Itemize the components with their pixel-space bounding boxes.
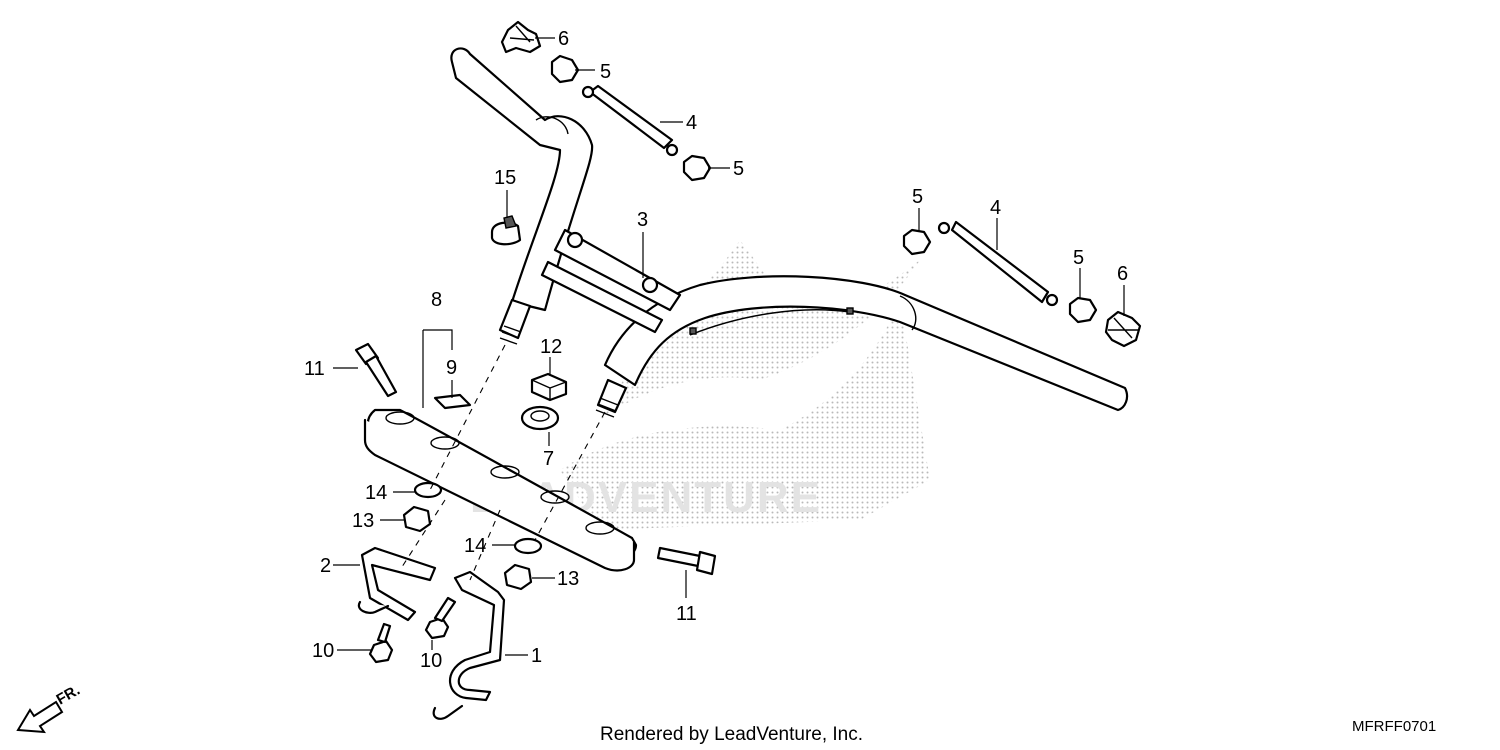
handlebar-holder[interactable] — [363, 408, 638, 572]
callout-6: 6 — [558, 28, 569, 50]
callout-9: 9 — [446, 357, 457, 379]
nut-13-right[interactable] — [503, 563, 533, 591]
holder-6-top[interactable] — [500, 20, 542, 54]
callout-4: 4 — [990, 197, 1001, 219]
leader-lines — [333, 37, 1125, 656]
callout-10: 10 — [420, 650, 442, 672]
diagram-code: MFRFF0701 — [1352, 718, 1436, 735]
washer-7[interactable] — [520, 405, 560, 431]
bracket-1[interactable] — [432, 570, 506, 720]
callout-11: 11 — [304, 358, 325, 380]
nut-12[interactable] — [530, 372, 568, 402]
cross-brace[interactable] — [540, 228, 682, 334]
callout-4: 4 — [686, 112, 697, 134]
rod-4-top[interactable] — [581, 84, 679, 157]
callout-6: 6 — [1117, 263, 1128, 285]
bolt-10-right[interactable] — [424, 596, 457, 640]
bolt-11-left[interactable] — [354, 342, 398, 398]
rod-4-right[interactable] — [937, 220, 1059, 307]
knob-5-c[interactable] — [902, 228, 932, 256]
callout-3: 3 — [637, 209, 648, 231]
knob-5-a[interactable] — [550, 54, 580, 84]
callout-13: 13 — [352, 510, 374, 532]
front-direction-indicator: FR. — [16, 682, 83, 734]
bolt-11-right[interactable] — [656, 546, 717, 576]
callout-5: 5 — [600, 61, 611, 83]
callout-14: 14 — [365, 482, 387, 504]
washer-14-left[interactable] — [413, 481, 443, 499]
callout-5: 5 — [1073, 247, 1084, 269]
callout-7: 7 — [543, 448, 554, 470]
callout-1: 1 — [531, 645, 542, 667]
callout-12: 12 — [540, 336, 562, 358]
callout-8: 8 — [431, 289, 442, 311]
holder-6-right[interactable] — [1104, 310, 1142, 348]
knob-5-d[interactable] — [1068, 296, 1098, 324]
callout-2: 2 — [320, 555, 331, 577]
clamp-15[interactable] — [490, 215, 522, 246]
callout-10: 10 — [312, 640, 334, 662]
handlebar-right[interactable] — [595, 275, 1129, 418]
callout-11: 11 — [676, 603, 697, 625]
callout-5: 5 — [733, 158, 744, 180]
credit-text: Rendered by LeadVenture, Inc. — [600, 724, 863, 745]
handlebar-left[interactable] — [450, 47, 594, 345]
callout-13: 13 — [557, 568, 579, 590]
callout-14: 14 — [464, 535, 486, 557]
bracket-2[interactable] — [357, 546, 437, 622]
washer-14-right[interactable] — [513, 537, 543, 555]
callout-5: 5 — [912, 186, 923, 208]
knob-5-b[interactable] — [682, 154, 712, 182]
callout-15: 15 — [494, 167, 516, 189]
nut-13-left[interactable] — [402, 505, 432, 533]
bolt-10-left[interactable] — [368, 622, 394, 664]
